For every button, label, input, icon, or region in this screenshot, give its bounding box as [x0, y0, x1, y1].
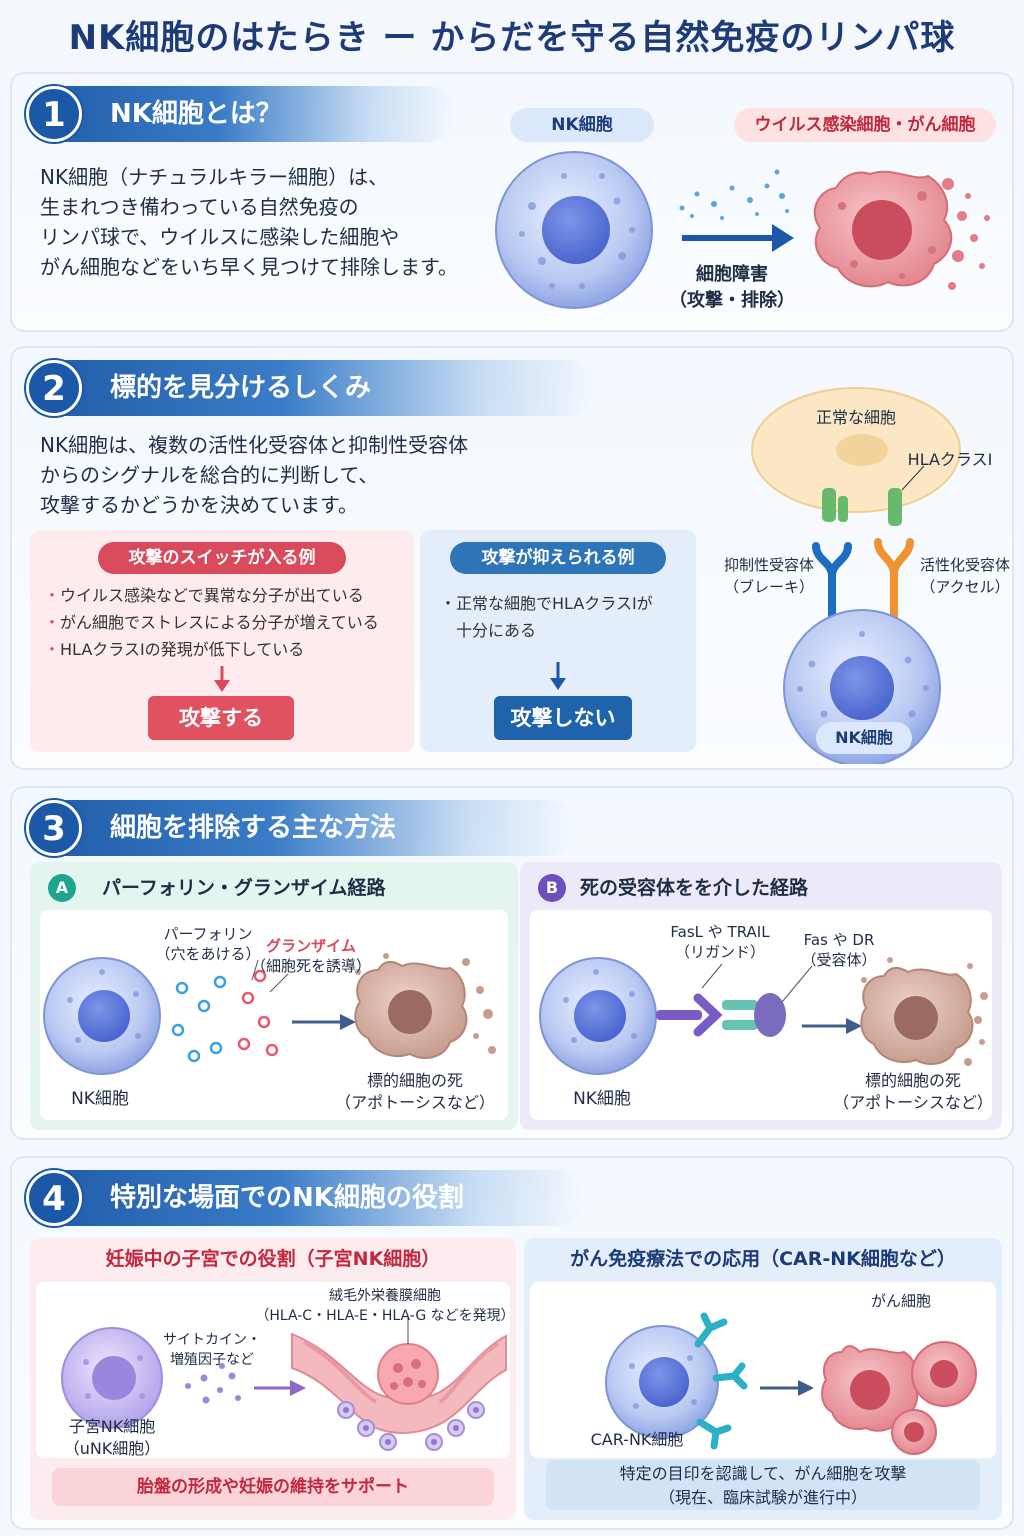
- perforin-label: パーフォリン （穴をあける）: [155, 925, 261, 963]
- list-item: 十分にある: [456, 621, 537, 640]
- section-3-heading: 細胞を排除する主な方法: [110, 813, 397, 843]
- car-nk-panel: がん免疫療法での応用（CAR-NK細胞など） がん細胞 CAR-NK細胞 特定の…: [524, 1238, 1002, 1520]
- ligand-label: FasL や TRAIL （リガンド）: [670, 923, 770, 961]
- attack-example-title: 攻撃のスイッチが入る例: [98, 542, 346, 574]
- nk-cell-label: NK細胞: [510, 108, 654, 142]
- pathway-a-title: パーフォリン・グランザイム経路: [102, 877, 386, 899]
- section-1: 1 NK細胞とは？ NK細胞（ナチュラルキラー細胞）は、 生まれつき備わっている…: [10, 72, 1014, 332]
- pathway-a-panel: A パーフォリン・グランザイム経路 パーフォリン （穴をあける） グランザイム …: [30, 862, 518, 1130]
- pregnancy-title: 妊娠中の子宮での役割（子宮NK細胞）: [105, 1248, 441, 1270]
- suppress-example-panel: 攻撃が抑えられる例 ・正常な細胞でHLAクラスⅠが 十分にある 攻撃しない: [420, 530, 696, 752]
- cancer-cell-label: がん細胞: [870, 1292, 931, 1310]
- pathway-b-panel: B 死の受容体をを介した経路 FasL や TRAIL （リガンド） Fas や…: [520, 862, 1002, 1130]
- section-3-banner: 3 細胞を排除する主な方法: [26, 800, 576, 856]
- section-2-banner: 2 標的を見分けるしくみ: [26, 360, 596, 416]
- pathway-a-badge: A: [48, 874, 76, 902]
- attack-example-list: ・ウイルス感染などで異常な分子が出ている ・がん細胞でストレスによる分子が増えて…: [44, 582, 414, 663]
- section-2-heading: 標的を見分けるしくみ: [110, 373, 372, 403]
- cytotoxicity-label: 細胞障害 （攻撃・排除）: [669, 264, 795, 311]
- section-1-description: NK細胞（ナチュラルキラー細胞）は、 生まれつき備わっている自然免疫の リンパ球…: [40, 165, 458, 279]
- down-arrow-icon: [214, 666, 230, 692]
- list-item: ・がん細胞でストレスによる分子が増えている: [44, 613, 379, 632]
- pathway-a-nk-label: NK細胞: [71, 1089, 129, 1109]
- section-4-banner: 4 特別な場面でのNK細胞の役割: [26, 1170, 586, 1226]
- car-nk-cell-label: CAR-NK細胞: [590, 1430, 684, 1449]
- trophoblast-label: 絨毛外栄養膜細胞 （HLA-C・HLA-E・HLA-G などを発現）: [255, 1288, 515, 1324]
- section-1-heading: NK細胞とは？: [110, 99, 282, 129]
- target-cell-label: ウイルス感染細胞・がん細胞: [734, 108, 996, 142]
- pathway-b-badge: B: [538, 874, 566, 902]
- suppress-example-list: ・正常な細胞でHLAクラスⅠが 十分にある: [440, 590, 690, 644]
- section-3-number: 3: [26, 800, 82, 856]
- hla-class-label: HLAクラスⅠ: [907, 450, 993, 469]
- death-receptor-illustration: [539, 957, 988, 1075]
- list-item: ・正常な細胞でHLAクラスⅠが: [440, 594, 653, 613]
- section-4-number: 4: [26, 1170, 82, 1226]
- car-nk-footer: 特定の目印を認識して、がん細胞を攻撃 （現在、臨床試験が進行中）: [546, 1460, 980, 1510]
- activating-receptor-label: 活性化受容体 （アクセル）: [919, 556, 1010, 596]
- pregnancy-panel: 妊娠中の子宮での役割（子宮NK細胞） 絨毛外栄養膜細胞 （HLA-C・HLA-E…: [30, 1238, 516, 1520]
- nk-attack-illustration: [495, 151, 990, 309]
- pathway-b-death-label: 標的細胞の死 （アポトーシスなど）: [833, 1071, 993, 1112]
- section-2: 2 標的を見分けるしくみ NK細胞は、複数の活性化受容体と抑制性受容体 からのシ…: [10, 346, 1014, 770]
- nk-cell-label: NK細胞: [816, 722, 912, 754]
- pathway-b-title: 死の受容体をを介した経路: [580, 877, 809, 899]
- section-4-heading: 特別な場面でのNK細胞の役割: [110, 1183, 464, 1213]
- list-item: ・HLAクラスⅠの発現が低下している: [44, 640, 305, 659]
- list-item: ・ウイルス感染などで異常な分子が出ている: [44, 586, 364, 605]
- section-2-number: 2: [26, 360, 82, 416]
- pathway-a-death-label: 標的細胞の死 （アポトーシスなど）: [335, 1071, 495, 1112]
- section-3: 3 細胞を排除する主な方法 A パーフォリン・グランザイム経路 パーフォリン （…: [10, 786, 1014, 1140]
- pregnancy-footer: 胎盤の形成や妊娠の維持をサポート: [52, 1468, 494, 1506]
- attack-result-badge: 攻撃する: [148, 696, 294, 740]
- inhibitory-receptor-label: 抑制性受容体 （ブレーキ）: [723, 556, 814, 596]
- granzyme-label: グランザイム （細胞死を誘導）: [250, 937, 371, 975]
- section-1-number: 1: [26, 86, 82, 142]
- car-nk-illustration: [605, 1312, 977, 1455]
- attack-example-panel: 攻撃のスイッチが入る例 ・ウイルス感染などで異常な分子が出ている ・がん細胞でス…: [30, 530, 414, 752]
- section-1-banner: 1 NK細胞とは？: [26, 86, 456, 142]
- unk-cell-label: 子宮NK細胞 （uNK細胞）: [63, 1417, 161, 1458]
- suppress-example-title: 攻撃が抑えられる例: [450, 542, 666, 574]
- uterus-illustration: [61, 1316, 507, 1451]
- normal-cell-label: 正常な細胞: [815, 408, 896, 427]
- section-2-description: NK細胞は、複数の活性化受容体と抑制性受容体 からのシグナルを総合的に判断して、…: [40, 433, 469, 517]
- down-arrow-icon: [550, 662, 566, 690]
- car-nk-title: がん免疫療法での応用（CAR-NK細胞など）: [570, 1248, 956, 1270]
- pathway-b-nk-label: NK細胞: [573, 1089, 631, 1109]
- receptor-label: Fas や DR （受容体）: [801, 931, 877, 969]
- perforin-illustration: [43, 953, 496, 1075]
- suppress-result-badge: 攻撃しない: [494, 696, 632, 740]
- section-4: 4 特別な場面でのNK細胞の役割 妊娠中の子宮での役割（子宮NK細胞） 絨毛外栄…: [10, 1156, 1014, 1530]
- cytokine-label: サイトカイン・ 増殖因子など: [163, 1332, 261, 1368]
- page-title: NK細胞のはたらき ー からだを守る自然免疫のリンパ球: [68, 18, 956, 58]
